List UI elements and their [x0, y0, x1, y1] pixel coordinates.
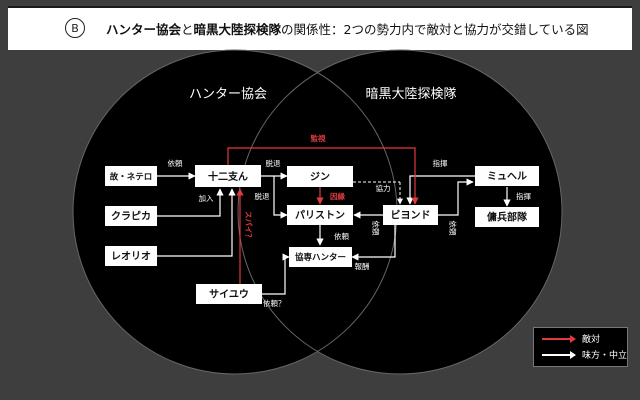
node-label-pariston: パリストン — [295, 210, 345, 222]
edge-inen: 因縁 — [316, 187, 345, 205]
edge-kanshi: 監視 — [227, 133, 419, 205]
node-leorio: レオリオ — [105, 246, 157, 266]
node-label-saiyuu: サイユウ — [209, 289, 249, 301]
legend-hostile-arrow-icon — [570, 335, 576, 343]
node-juunishi: 十二支ん — [195, 165, 261, 187]
page-title: ハンター協会と暗黒大陸探検隊の関係性：2つの勢力内で敵対と協力が交錯している図 — [106, 19, 589, 38]
node-saiyuu: サイユウ — [196, 284, 262, 304]
edge-jin-to-beyond: 協力 — [353, 181, 403, 205]
edge-label-shiki-beyond: 指揮 — [433, 158, 448, 168]
node-label-kurapika: クラピカ — [111, 211, 151, 223]
node-label-juunishi: 十二支ん — [208, 170, 248, 183]
edge-label-irai-saiyuu: 依頼？ — [263, 298, 286, 308]
legend-hostile-line — [542, 338, 572, 340]
edge-beyond-to-pariston: 依頼 — [353, 211, 383, 236]
legend-ally-arrow-icon — [570, 351, 576, 359]
node-label-leorio: レオリオ — [111, 251, 151, 263]
edge-mueru-to-youhei: 指揮 — [503, 187, 531, 207]
edge-pariston-to-kyousen: 依頼 — [316, 224, 349, 246]
node-label-youhei: 傭兵部隊 — [487, 211, 528, 224]
title-connector: と — [181, 22, 194, 37]
legend-ally-line — [542, 354, 572, 356]
title-expedition: 暗黒大陸探検隊 — [193, 22, 282, 37]
edge-label-irai-netero: 依頼 — [168, 158, 183, 168]
legend-hostile-label: 敵対 — [582, 335, 601, 345]
node-jin: ジン — [287, 166, 353, 187]
header-bar: B ハンター協会と暗黒大陸探検隊の関係性：2つの勢力内で敵対と協力が交錯している… — [8, 6, 632, 50]
node-pariston: パリストン — [287, 205, 353, 225]
edge-label-kanshi: 監視 — [311, 133, 326, 143]
edge-label-irai-mueru: 依頼 — [448, 221, 458, 236]
edge-label-shiki-youhei: 指揮 — [516, 191, 531, 201]
node-netero: 故・ネテロ — [105, 166, 157, 186]
title-hunter-association: ハンター協会 — [106, 22, 182, 37]
legend-ally: 味方・中立 — [542, 348, 628, 362]
edge-leorio-to-juunishi: 加入 — [155, 188, 236, 257]
node-label-beyond: ビヨンド — [391, 209, 431, 222]
edge-label-irai-kyousen: 依頼 — [334, 231, 349, 241]
node-label-mueru: ミュヘル — [487, 171, 527, 183]
legend: 敵対 味方・中立 — [533, 327, 628, 367]
edge-label-irai-beyond: 依頼 — [371, 221, 381, 236]
edge-label-houshuu: 報酬 — [355, 262, 370, 271]
edge-label-datsutai-pariston: 脱退 — [255, 191, 270, 201]
legend-hostile: 敵対 — [542, 332, 624, 346]
edge-spy: スパイ？ — [236, 188, 254, 284]
legend-ally-label: 味方・中立 — [582, 351, 628, 361]
title-rest: の関係性：2つの勢力内で敵対と協力が交錯している図 — [281, 22, 589, 37]
edge-label-kyouryoku: 協力 — [376, 183, 391, 193]
node-label-jin: ジン — [310, 171, 330, 183]
node-youhei: 傭兵部隊 — [475, 207, 539, 227]
node-label-netero: 故・ネテロ — [110, 172, 153, 183]
edge-label-datsutai-jin: 脱退 — [266, 158, 281, 168]
edge-label-kanyuu: 加入 — [199, 193, 214, 203]
node-label-kyousen: 協専ハンター — [295, 252, 346, 263]
overlap-outline-right — [237, 49, 563, 375]
edge-label-spy: スパイ？ — [244, 211, 254, 241]
node-kyousen: 協専ハンター — [289, 247, 352, 267]
node-beyond: ビヨンド — [383, 205, 438, 225]
section-badge: B — [65, 18, 85, 38]
edge-beyond-to-kyousen: 報酬 — [351, 224, 396, 271]
edge-beyond-to-mueru: 依頼 — [438, 178, 474, 236]
node-kurapika: クラピカ — [105, 206, 157, 226]
edge-netero-to-juunishi: 依頼 — [157, 158, 196, 180]
edge-mueru-to-beyond: 指揮 — [406, 158, 475, 205]
node-mueru: ミュヘル — [475, 166, 539, 186]
circle-label-expedition: 暗黒大陸探検隊 — [365, 86, 456, 102]
edge-saiyuu-to-kyousen: 依頼？ — [262, 253, 290, 308]
circle-label-hunter-association: ハンター協会 — [189, 87, 267, 102]
edge-juunishi-to-pariston: 脱退 — [255, 176, 288, 219]
edge-kurapika-to-juunishi — [155, 188, 224, 217]
edge-label-inen: 因縁 — [330, 191, 345, 201]
